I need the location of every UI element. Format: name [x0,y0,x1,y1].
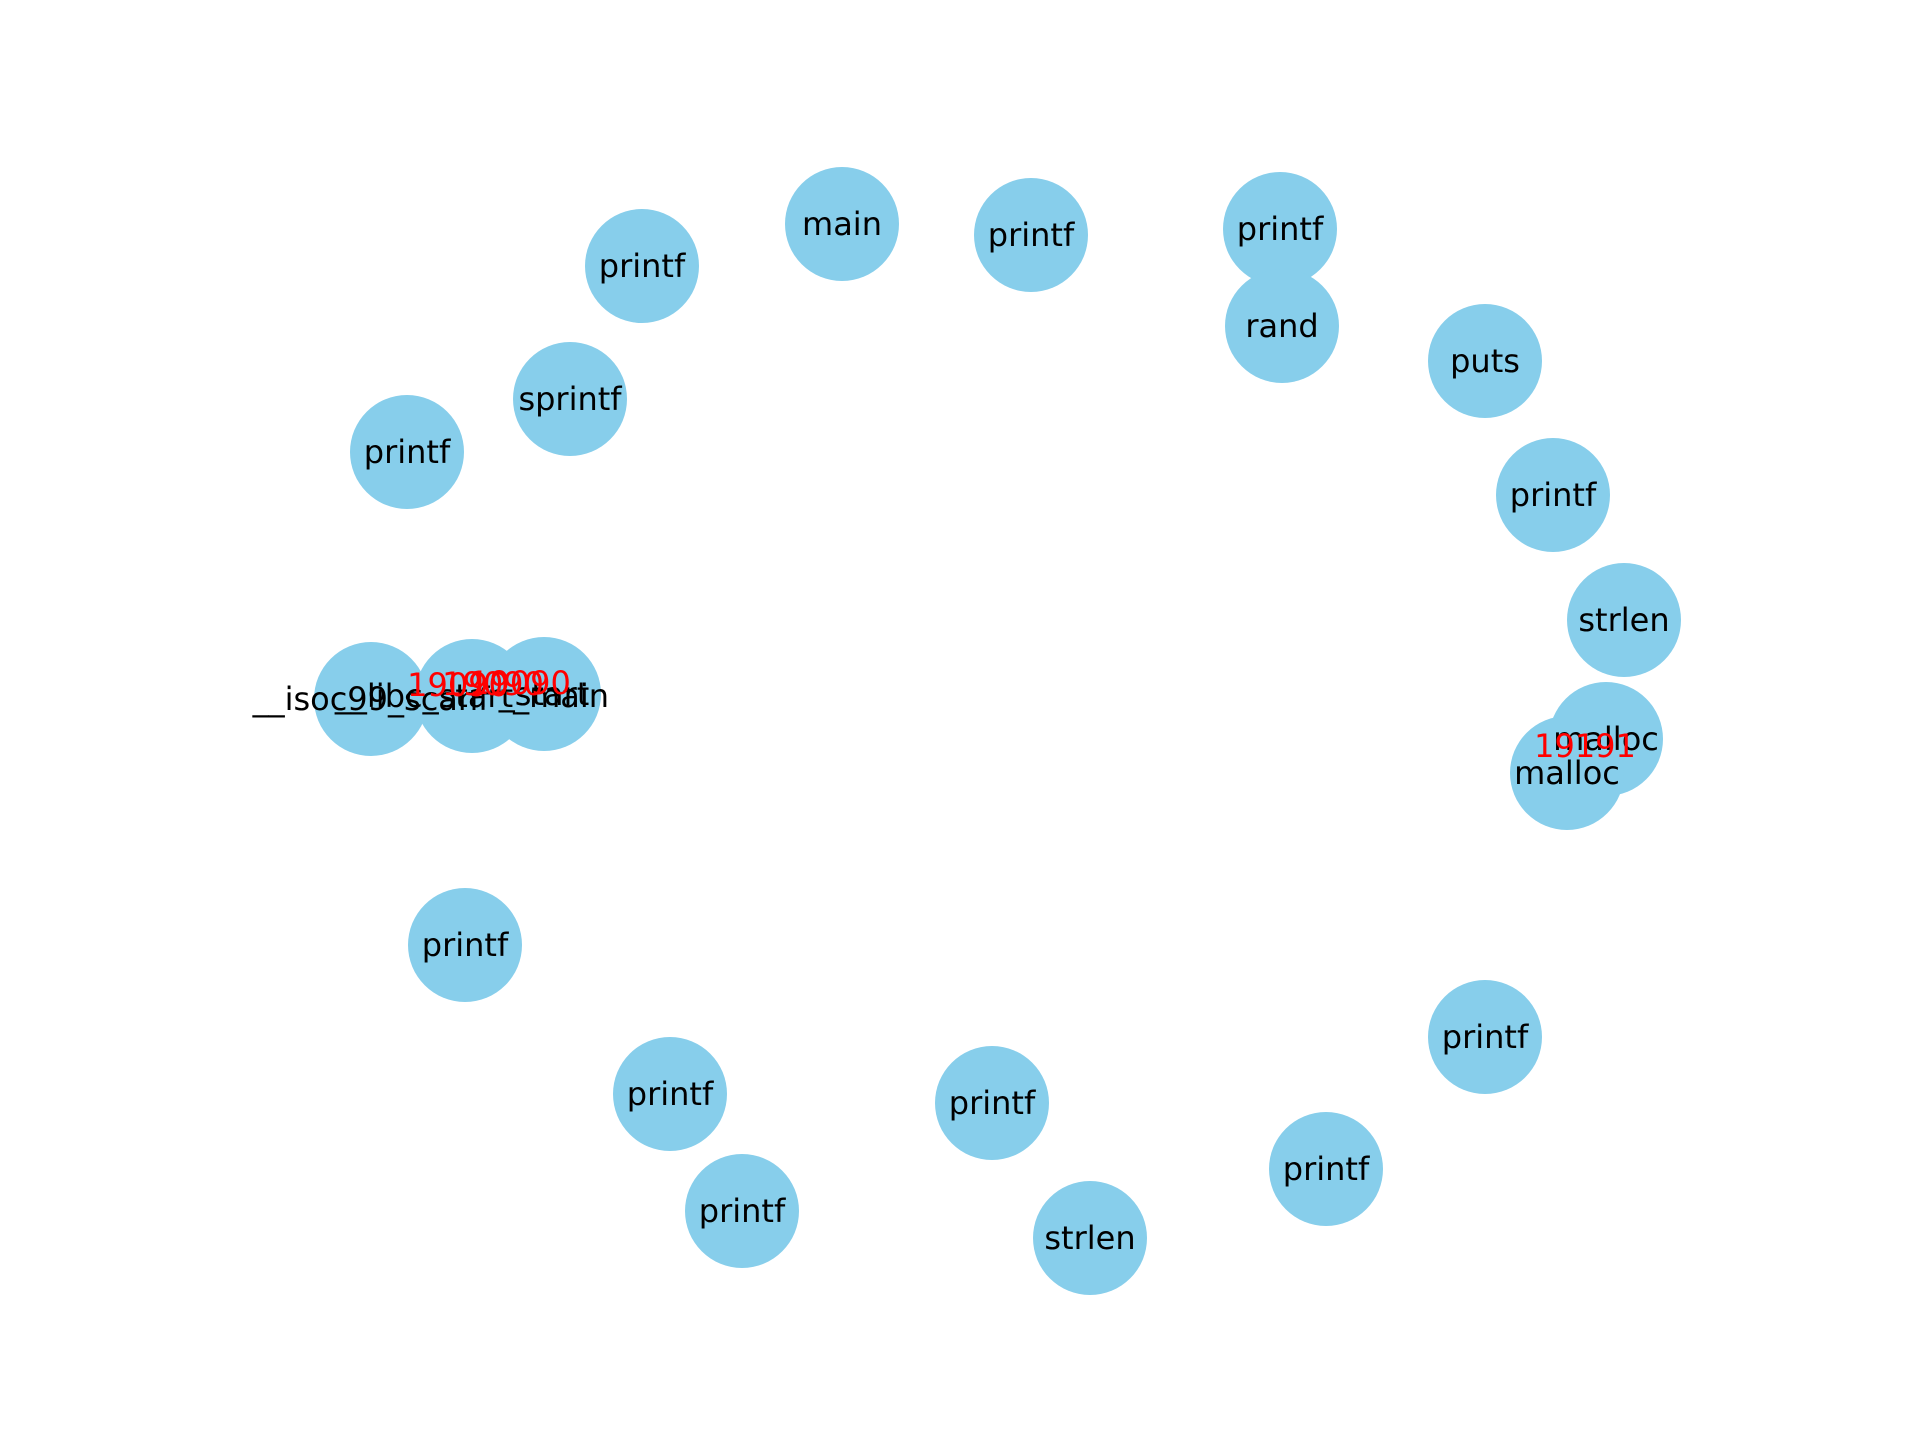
node-start [487,637,601,751]
node-printf [685,1154,799,1268]
node-circle [613,1037,727,1151]
node-label: strlen [1044,1219,1135,1257]
node-printf [585,209,699,323]
node-label: __libc_start_main [334,677,609,715]
node-circle [685,1154,799,1268]
node-circle [1567,563,1681,677]
node-printf [1428,980,1542,1094]
node-label: __isoc99_scanf [252,680,491,718]
node-label: printf [988,216,1075,254]
node-circle [1225,269,1339,383]
edge-label: 19090 [469,664,571,702]
node-circle [974,178,1088,292]
node-circle [513,342,627,456]
node-label: printf [1237,210,1324,248]
node-isoc99scanf [314,642,428,756]
node-label: printf [599,247,686,285]
node-circle [1428,304,1542,418]
node-circle [1510,716,1624,830]
edge-label: 19191 [1534,727,1636,765]
node-label: _start [498,675,590,713]
node-malloc [1510,716,1624,830]
node-printf [1496,438,1610,552]
node-circle [1496,438,1610,552]
node-label: strlen [1578,601,1669,639]
node-printf [935,1046,1049,1160]
node-sprintf [513,342,627,456]
node-circle [1033,1181,1147,1295]
node-label: malloc [1514,754,1620,792]
node-rand [1225,269,1339,383]
node-label: printf [1283,1150,1370,1188]
node-circle [585,209,699,323]
node-circle [314,642,428,756]
node-label: printf [699,1192,786,1230]
node-circle [1428,980,1542,1094]
node-circle [935,1046,1049,1160]
node-label: printf [364,433,451,471]
node-printf [974,178,1088,292]
node-circle [1269,1112,1383,1226]
node-label: printf [1510,476,1597,514]
node-label: sprintf [518,380,622,418]
node-circle [1223,172,1337,286]
node-label: printf [949,1084,1036,1122]
node-label: puts [1450,342,1520,380]
node-strlen [1567,563,1681,677]
node-printf [350,395,464,509]
node-label: printf [627,1075,714,1113]
node-printf [613,1037,727,1151]
node-circle [487,637,601,751]
node-circle [785,167,899,281]
node-circle [350,395,464,509]
node-main [785,167,899,281]
node-label: main [802,205,882,243]
node-printf [1223,172,1337,286]
node-strlen [1033,1181,1147,1295]
node-label: malloc [1553,720,1659,758]
node-puts [1428,304,1542,418]
node-label: printf [422,926,509,964]
node-printf [1269,1112,1383,1226]
nodes-layer: main printf printf printf rand sprintf puts pri… [252,167,1681,1295]
node-printf [408,888,522,1002]
node-circle [408,888,522,1002]
edge-label: 19090 [442,665,544,703]
edge-label: 19090 [407,666,509,704]
node-label: rand [1245,307,1318,345]
node-label: printf [1442,1018,1529,1056]
